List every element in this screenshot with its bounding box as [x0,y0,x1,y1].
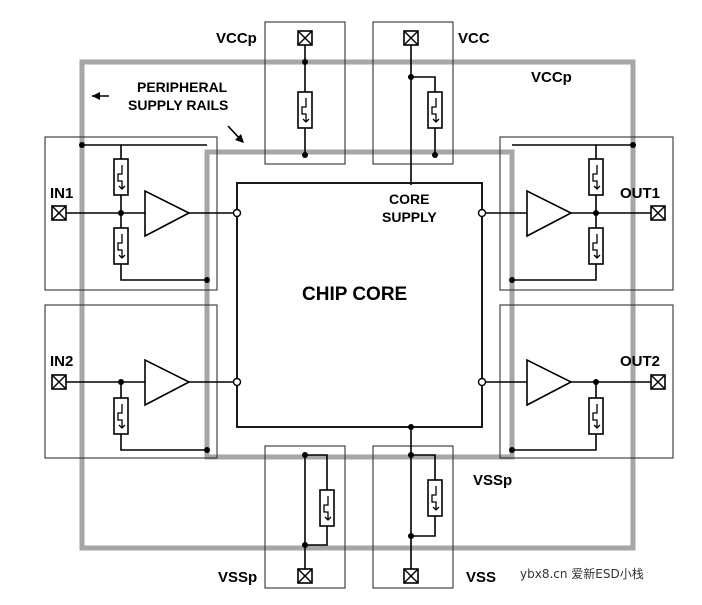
buffers [144,189,573,407]
label-out1: OUT1 [620,185,660,202]
label-chip-core: CHIP CORE [302,284,407,305]
label-vccp-right: VCCp [531,69,572,86]
label-supply-rails: SUPPLY RAILS [128,97,228,113]
pad-vcc-icon [403,30,419,46]
label-in2: IN2 [50,353,73,370]
pad-vssp-icon [297,568,313,584]
arrow-down-right-icon [235,134,244,143]
pad-vccp-icon [297,30,313,46]
label-vcc-top: VCC [458,30,490,47]
junction-dots [79,59,636,548]
label-vccp-top: VCCp [216,30,257,47]
label-peripheral: PERIPHERAL [137,79,228,95]
chip-core-box [236,182,483,428]
pad-out1-icon [650,205,666,221]
label-core: CORE [389,191,429,207]
pad-vss-icon [403,568,419,584]
label-out2: OUT2 [620,353,660,370]
label-vss-bottom: VSS [466,569,496,586]
pad-in2-icon [51,374,67,390]
pad-in1-icon [51,205,67,221]
arrow-left-icon [92,92,100,100]
cell-boxes [44,21,674,589]
label-vssp-bottom: VSSp [218,569,257,586]
core-ports [232,208,487,387]
label-in1: IN1 [50,185,73,202]
label-vssp-right: VSSp [473,472,512,489]
label-core-supply: SUPPLY [382,209,437,225]
watermark: ybx8.cn 爱新ESD小栈 [520,566,644,581]
pad-out2-icon [650,374,666,390]
